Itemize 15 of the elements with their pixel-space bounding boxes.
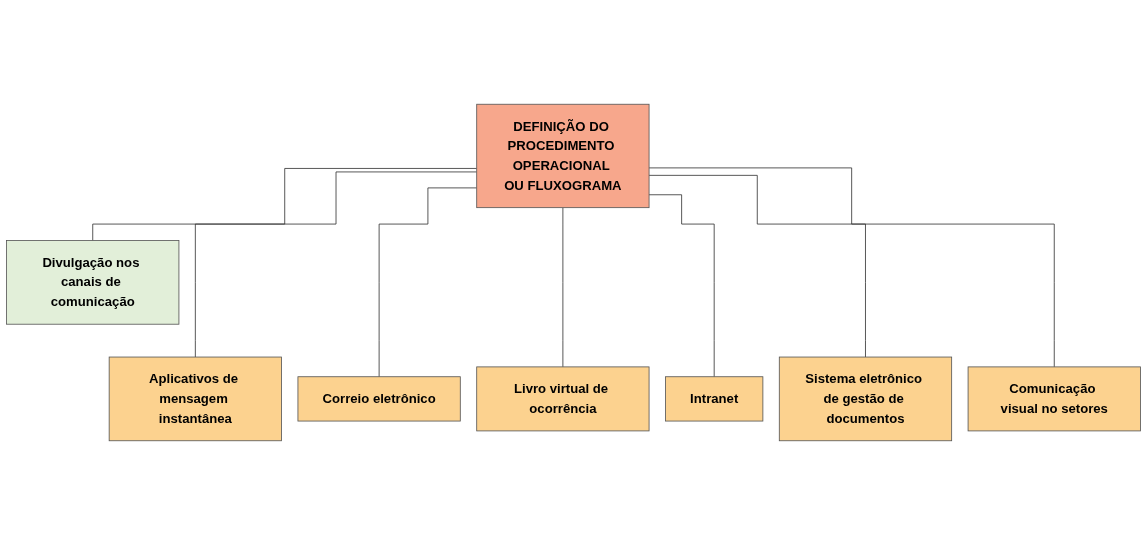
connector: [648, 174, 866, 358]
connector: [194, 171, 478, 358]
node-box: Sistema eletrônico de gestão de documentos: [778, 356, 953, 442]
node-box: Comunicação visual no setores: [967, 366, 1141, 432]
connector: [562, 207, 564, 368]
node-box: DEFINIÇÃO DO PROCEDIMENTO OPERACIONAL OU FLUXOGRAMA: [476, 103, 650, 209]
node-box: Livro virtual de ocorrência: [476, 366, 650, 432]
connector: [648, 167, 1055, 368]
connector: [92, 168, 478, 241]
connector: [378, 187, 478, 378]
node-box: Intranet: [665, 376, 764, 422]
node-box: Correio eletrônico: [297, 376, 461, 422]
node-box: Aplicativos de mensagem instantânea: [108, 356, 282, 442]
node-box: Divulgação nos canais de comunicação: [6, 240, 180, 325]
connector: [648, 194, 715, 378]
